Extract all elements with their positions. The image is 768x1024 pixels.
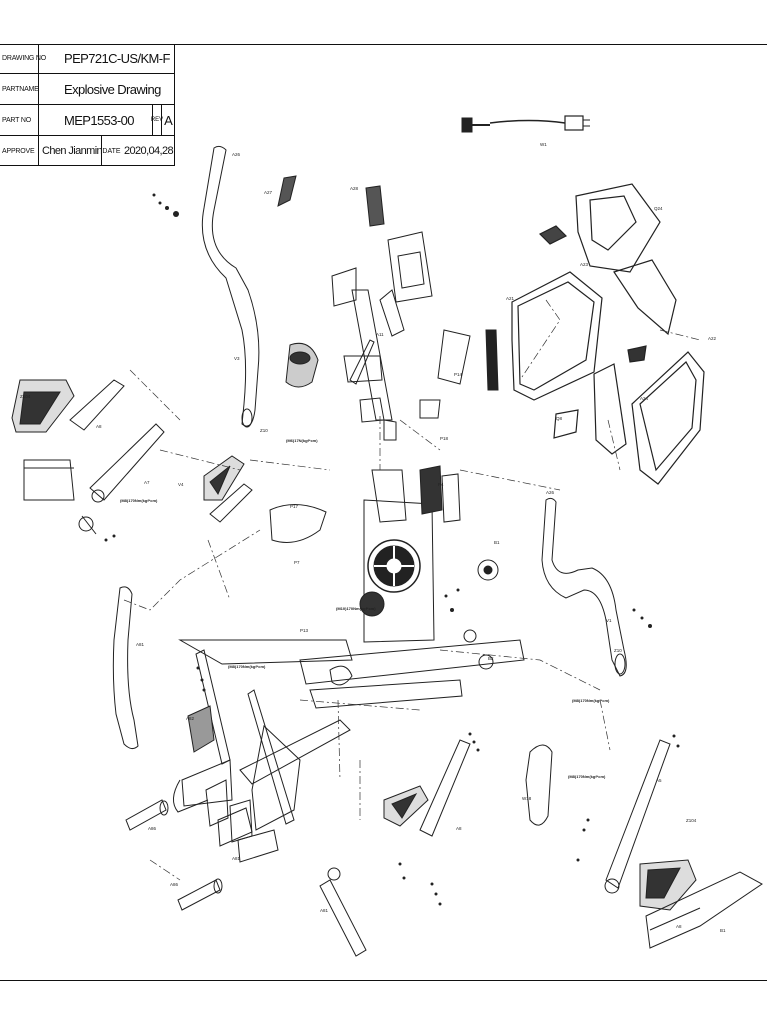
callout-a22: A22 (708, 336, 717, 341)
part-name-value: Explosive Drawing (64, 81, 161, 97)
part-name-label: PARTNAME (0, 74, 39, 104)
handlebar-left (201, 145, 260, 427)
callout-a11: A11 (376, 332, 384, 337)
torque-note-4: (M10)170Nm(kgf*cm) (336, 606, 376, 611)
pedal-assembly-center (319, 739, 471, 957)
callout-v1: V1 (606, 618, 612, 623)
callout-a8-right: A8 (676, 924, 682, 929)
callout-v4: V4 (178, 482, 184, 487)
callout-q24: Q24 (654, 206, 663, 211)
callout-p14: P14 (454, 372, 463, 377)
callout-p7: P7 (294, 560, 300, 565)
callout-z104-2: Z104 (686, 818, 697, 823)
torque-note-6: (M8)170Nm(kgf*cm) (568, 774, 606, 779)
callout-b1: B1 (720, 928, 726, 933)
pedal-assembly-left (11, 379, 165, 535)
callout-a27: A27 (264, 190, 273, 195)
spring-bar (486, 339, 494, 391)
callout-a86-2: A86 (170, 882, 179, 887)
callout-a28: A28 (350, 186, 359, 191)
callout-power-cord: W1 (540, 142, 547, 147)
rev-label: R E V (151, 105, 163, 135)
part-no-label: PART NO (0, 105, 39, 135)
approve-label: APPROVE (0, 136, 39, 166)
drive-belt (269, 504, 327, 543)
drawing-no-value: PEP721C-US/KM-F (64, 51, 170, 66)
row-drawing-no: DRAWING NO PEP721C-US/KM-F (0, 44, 175, 74)
pedal-assembly-right (604, 739, 763, 949)
flywheel (359, 539, 421, 617)
pulley (463, 559, 499, 670)
drawing-no-label: DRAWING NO (0, 44, 46, 73)
callout-a8-center: A8 (456, 826, 462, 831)
callout-p13: P13 (300, 628, 309, 633)
callout-a81-right: A81 (320, 908, 329, 913)
callout-a81-3: A81 (232, 856, 241, 861)
callout-a86: A86 (148, 826, 157, 831)
callout-p17: P17 (290, 504, 299, 509)
rear-plate-left (187, 705, 215, 753)
row-approve: APPROVE Chen Jianmin DATE 2020,04,28 (0, 136, 175, 166)
callout-z10-2: Z10 (614, 648, 622, 653)
callout-b2: B2 (488, 656, 494, 661)
console-arm (349, 339, 375, 385)
rev-value: A (161, 105, 175, 135)
date-value: 2020,04,28 (124, 145, 174, 157)
foot-cradle-left (203, 342, 319, 523)
callout-q8: Q8 (556, 416, 563, 421)
callout-p18: P18 (440, 436, 449, 441)
callout-a7: A7 (144, 480, 150, 485)
handlebar-right (541, 497, 627, 677)
callout-p4: P4 (438, 482, 444, 487)
main-frame (343, 289, 435, 643)
callout-a21: A21 (506, 296, 515, 301)
callout-a26-right: A26 (546, 490, 555, 495)
callout-a82: A82 (186, 716, 195, 721)
drawing-sheet-border (0, 44, 767, 981)
torque-note-5: (M8)170Nm(kgf*cm) (572, 698, 610, 703)
callout-a81-left: A81 (136, 642, 145, 647)
power-cord (461, 115, 590, 133)
handlebar-lower-left (112, 586, 139, 750)
fasteners (104, 193, 680, 906)
base-frame (173, 639, 525, 863)
date-label: DATE (101, 136, 121, 166)
callout-w18: W18 (522, 796, 532, 801)
roller-loop (525, 744, 553, 826)
rear-plate-right (229, 799, 253, 843)
callout-z104: Z104 (20, 394, 31, 399)
callout-a24: A24 (640, 396, 649, 401)
approver-value: Chen Jianmin (42, 145, 103, 157)
callout-a5: A5 (656, 778, 662, 783)
rear-plate-mid (205, 779, 229, 827)
part-no-value: MEP1553-00 (64, 112, 134, 128)
callout-handlebar-left: A26 (232, 152, 241, 157)
console-bracket (277, 175, 433, 303)
row-part-name: PARTNAME Explosive Drawing (0, 74, 175, 105)
title-block: DRAWING NO PEP721C-US/KM-F PARTNAME Expl… (0, 44, 175, 166)
stabilizers (125, 799, 223, 911)
row-part-no: PART NO MEP1553-00 R E V A (0, 105, 175, 136)
torque-note-1: (M6)17N(kgf*cm) (286, 438, 318, 443)
torque-note-3: (M8)170Nm(kgf*cm) (228, 664, 266, 669)
console-electronics (419, 329, 499, 523)
callout-a23: A23 (580, 262, 589, 267)
seat-post (331, 267, 357, 307)
shroud-assembly (511, 183, 705, 485)
callout-v3: V3 (234, 356, 240, 361)
callout-z10: Z10 (260, 428, 268, 433)
callout-b1-2: B1 (494, 540, 500, 545)
torque-note-2: (M8)170Nm(kgf*cm) (120, 498, 158, 503)
callout-a8-left: A8 (96, 424, 102, 429)
